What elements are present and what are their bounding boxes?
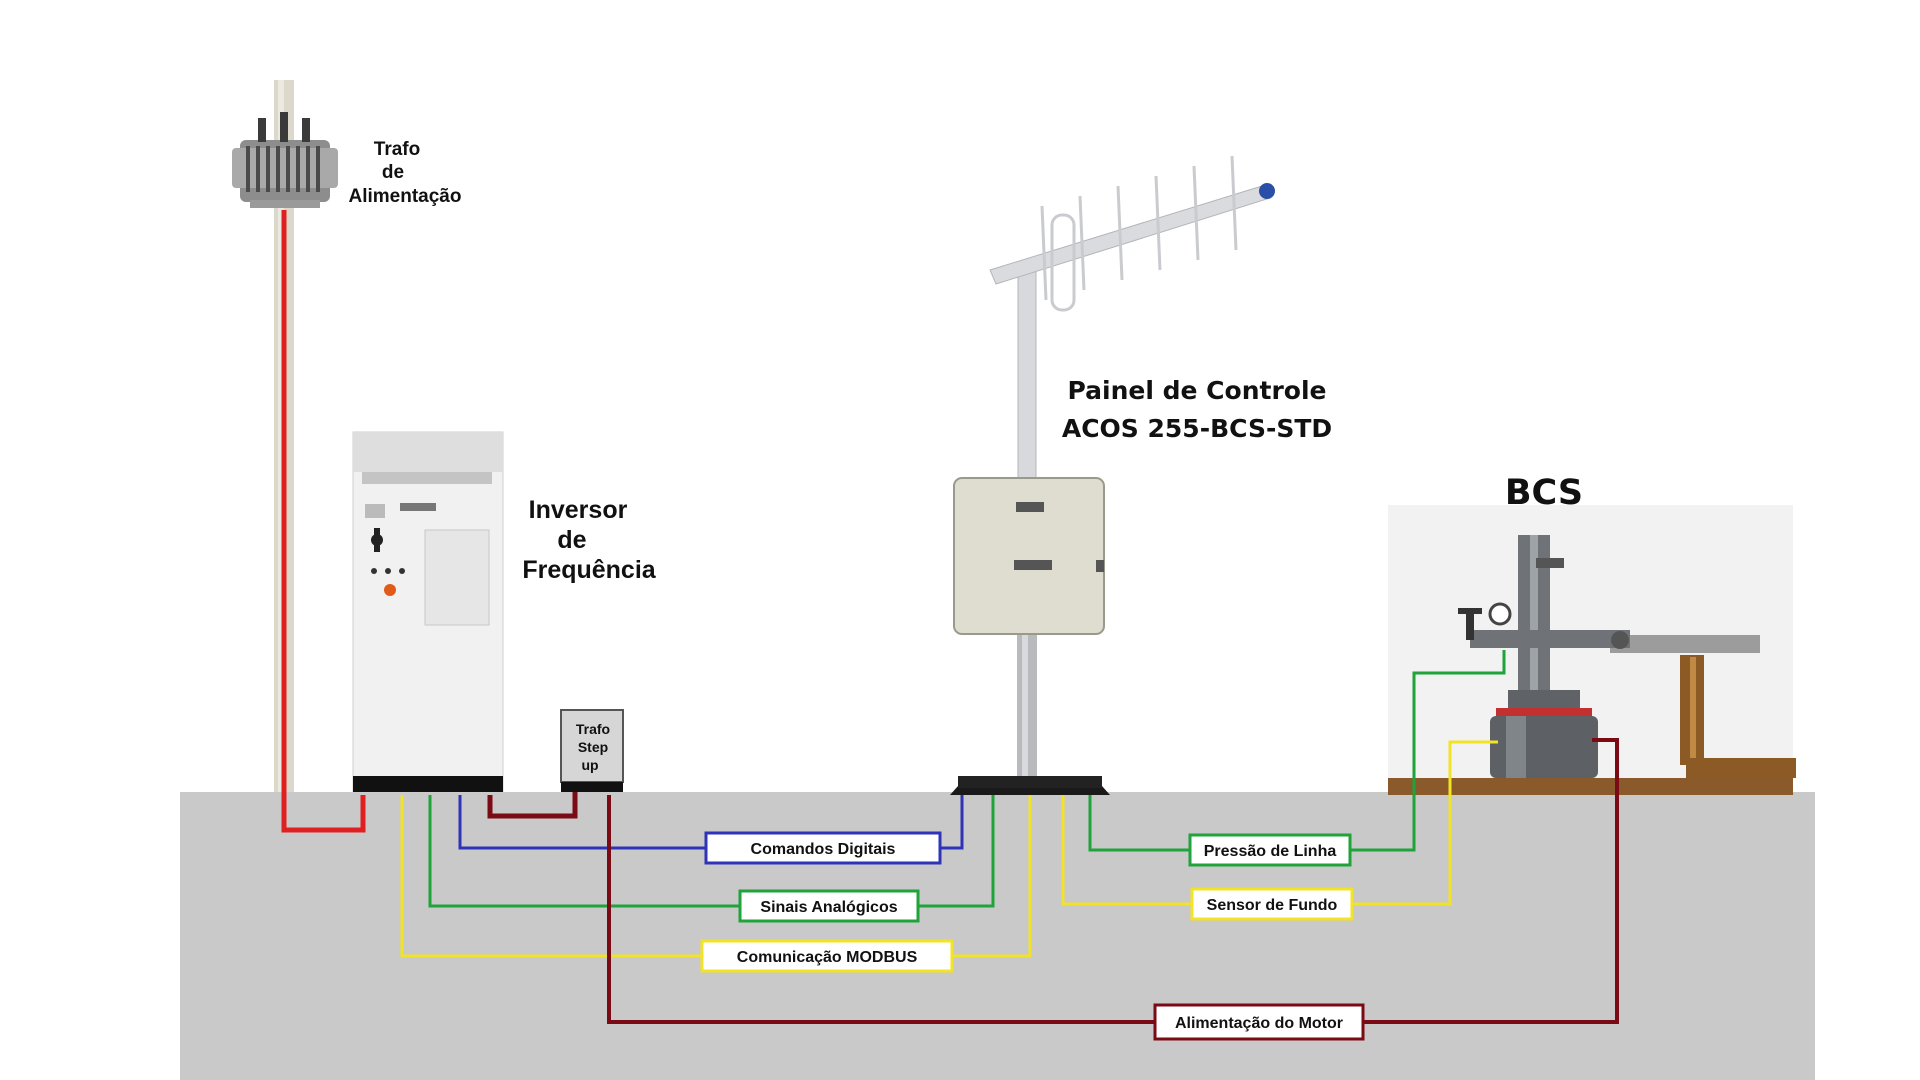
svg-text:Trafo: Trafo — [576, 721, 610, 737]
svg-text:Step: Step — [578, 739, 608, 755]
wire-motor-right — [1363, 738, 1619, 1024]
wire-modbus — [400, 795, 702, 958]
label-inversor: Inversor de Frequência — [522, 496, 656, 584]
svg-text:up: up — [581, 757, 598, 773]
wire-pressao — [1088, 795, 1190, 852]
box-sensor: Sensor de Fundo — [1190, 887, 1354, 921]
svg-text:Sensor de Fundo: Sensor de Fundo — [1207, 897, 1338, 914]
box-pressao: Pressão de Linha — [1188, 833, 1352, 867]
wire-modbus-right — [952, 795, 1032, 958]
antenna-icon — [989, 155, 1275, 491]
label-bcs: BCS — [1505, 473, 1583, 513]
box-modbus: Comunicação MODBUS — [700, 939, 954, 973]
control-panel — [950, 477, 1110, 795]
svg-text:de: de — [557, 526, 586, 554]
wire-motor — [607, 795, 1155, 1024]
label-trafo-alimentacao: Trafo de Alimentação — [349, 139, 462, 207]
wire-sinais — [428, 795, 740, 908]
svg-text:Sinais Analógicos: Sinais Analógicos — [760, 899, 897, 916]
step-up-transformer: Trafo Step up — [560, 709, 624, 792]
svg-text:Comandos Digitais: Comandos Digitais — [751, 841, 896, 858]
svg-text:Trafo: Trafo — [374, 139, 420, 160]
label-painel: Painel de Controle ACOS 255-BCS-STD — [1062, 376, 1332, 443]
wire-comandos-right — [940, 795, 964, 850]
svg-text:de: de — [382, 162, 404, 183]
wellhead-icon — [1388, 505, 1796, 795]
wire-sensor — [1061, 795, 1192, 906]
box-comandos: Comandos Digitais — [704, 831, 942, 865]
svg-text:Alimentação do Motor: Alimentação do Motor — [1175, 1015, 1343, 1032]
svg-text:ACOS 255-BCS-STD: ACOS 255-BCS-STD — [1062, 414, 1332, 443]
inverter-cabinet — [352, 431, 504, 793]
box-sinais: Sinais Analógicos — [738, 889, 920, 923]
wire-sinais-right — [918, 795, 995, 908]
wire-pressao-right — [1350, 650, 1506, 852]
wire-comandos — [458, 795, 706, 850]
ground-slab — [180, 792, 1815, 1080]
power-line — [281, 210, 366, 833]
step-up-line — [487, 792, 578, 819]
svg-text:Painel de Controle: Painel de Controle — [1068, 376, 1327, 405]
svg-text:Alimentação: Alimentação — [349, 186, 462, 207]
svg-text:Frequência: Frequência — [522, 556, 656, 584]
svg-text:Pressão de Linha: Pressão de Linha — [1204, 843, 1337, 860]
transformer-icon — [232, 112, 338, 208]
box-motor: Alimentação do Motor — [1153, 1003, 1365, 1041]
svg-text:Comunicação MODBUS: Comunicação MODBUS — [737, 949, 918, 966]
wire-sensor-right — [1352, 740, 1498, 906]
svg-text:Inversor: Inversor — [529, 496, 628, 524]
